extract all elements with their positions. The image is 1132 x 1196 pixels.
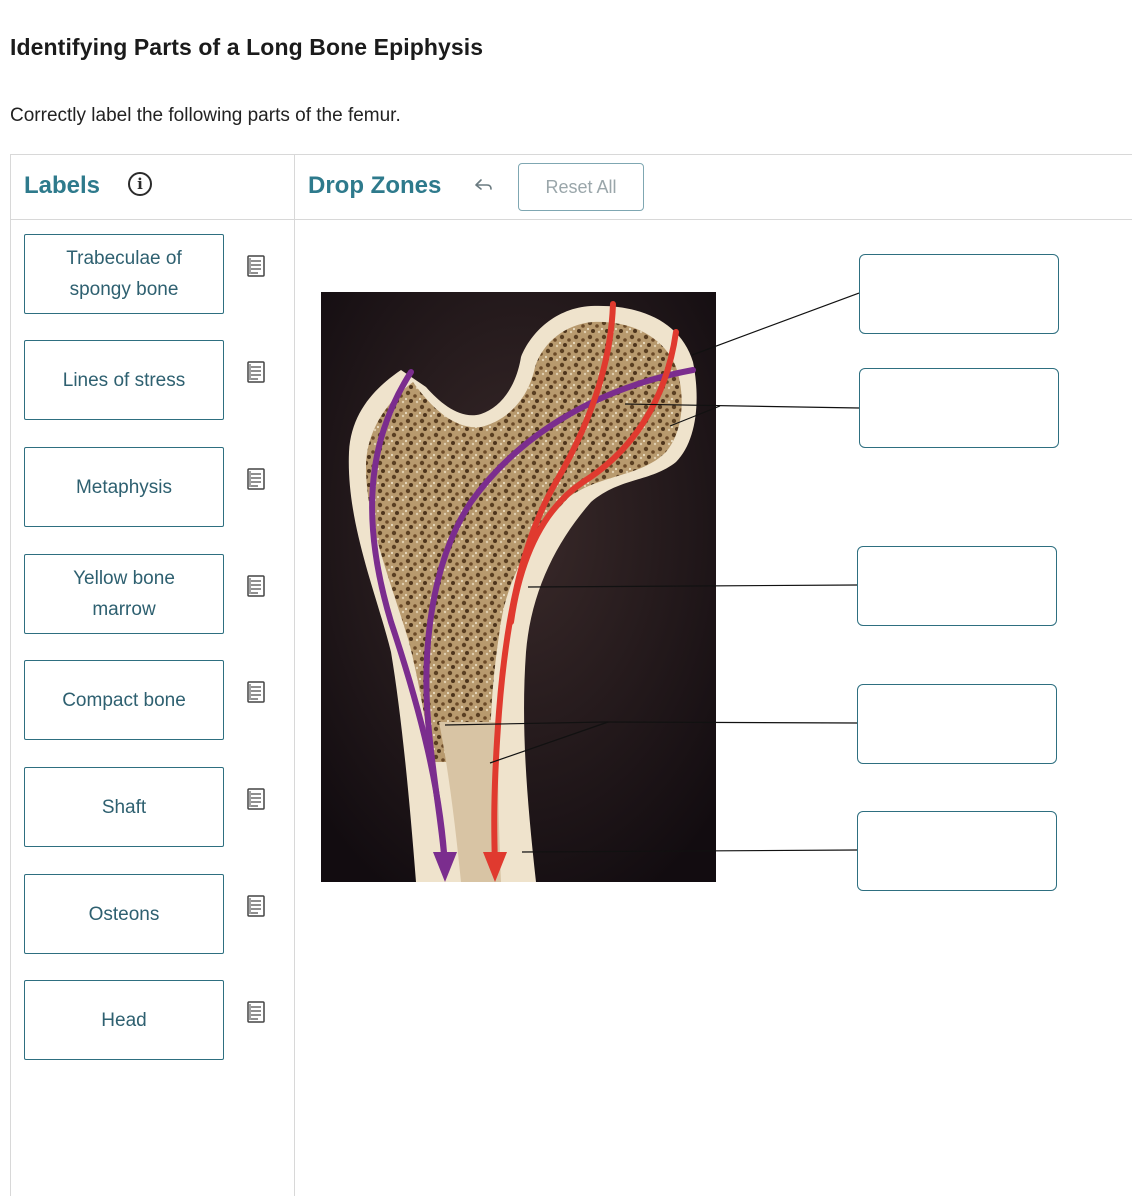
undo-arrow-icon[interactable] (472, 176, 494, 196)
page-title: Identifying Parts of a Long Bone Epiphys… (10, 34, 484, 60)
activity-panel (10, 154, 1132, 1196)
label-card-yellow-bone-marrow[interactable]: Yellow bone marrow (24, 554, 224, 634)
label-card-osteons[interactable]: Osteons (24, 874, 224, 954)
labels-heading: Labels (24, 172, 101, 199)
label-card-shaft[interactable]: Shaft (24, 767, 224, 847)
label-card-lines-of-stress[interactable]: Lines of stress (24, 340, 224, 420)
drop-zone-3[interactable] (857, 546, 1057, 626)
drop-zones-heading: Drop Zones (308, 172, 442, 199)
drop-zone-5[interactable] (857, 811, 1057, 891)
label-card-compact-bone[interactable]: Compact bone (24, 660, 224, 740)
femur-section-image (321, 292, 716, 882)
notes-icon[interactable] (246, 467, 266, 491)
notes-icon[interactable] (246, 787, 266, 811)
notes-icon[interactable] (246, 1000, 266, 1024)
notes-icon[interactable] (246, 254, 266, 278)
instruction-text: Correctly label the following parts of t… (10, 105, 401, 126)
info-circle-icon[interactable]: i (128, 172, 152, 196)
label-card-metaphysis[interactable]: Metaphysis (24, 447, 224, 527)
drop-zone-1[interactable] (859, 254, 1059, 334)
drop-zone-4[interactable] (857, 684, 1057, 764)
panel-divider (294, 154, 295, 1196)
drop-zone-2[interactable] (859, 368, 1059, 448)
notes-icon[interactable] (246, 574, 266, 598)
notes-icon[interactable] (246, 680, 266, 704)
reset-all-button[interactable]: Reset All (518, 163, 644, 211)
notes-icon[interactable] (246, 894, 266, 918)
label-card-trabeculae[interactable]: Trabeculae of spongy bone (24, 234, 224, 314)
label-card-head[interactable]: Head (24, 980, 224, 1060)
header-divider (10, 219, 1132, 220)
notes-icon[interactable] (246, 360, 266, 384)
